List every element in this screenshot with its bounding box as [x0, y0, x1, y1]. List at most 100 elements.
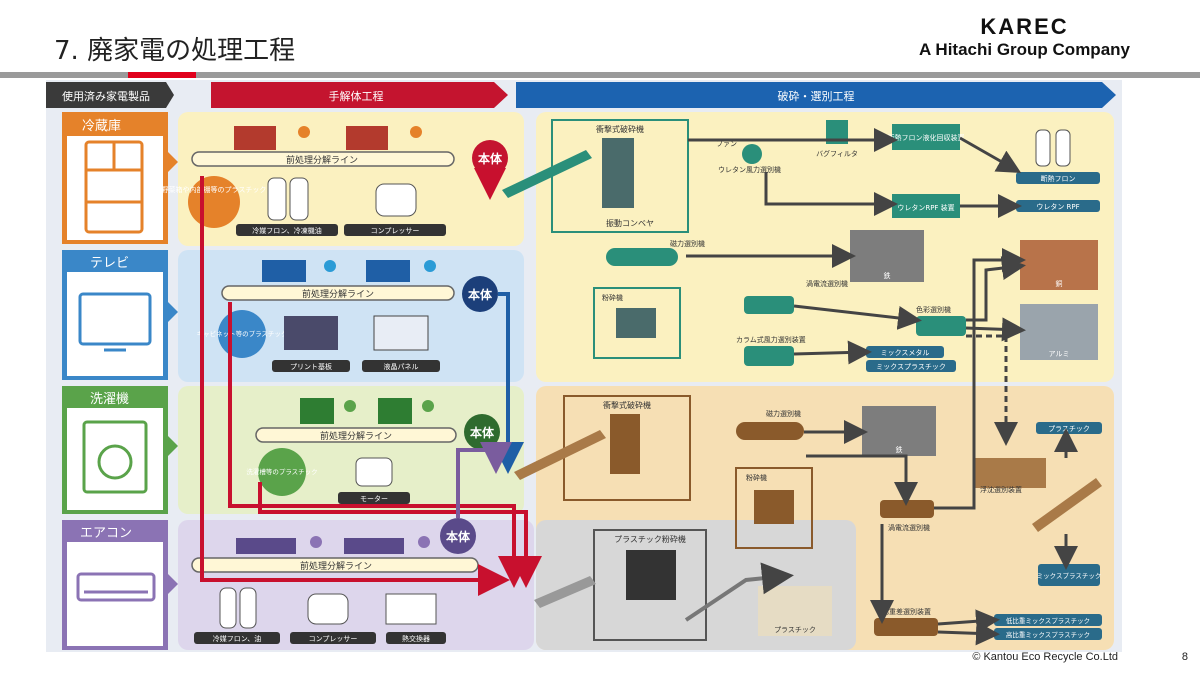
output-tv-1-label: プリント基板 — [290, 362, 332, 371]
green-pulverizer: 粉砕機 — [593, 287, 681, 359]
orange-pulverizer: 粉砕機 — [735, 467, 813, 549]
orange-crusher-label: 衝撃式破砕機 — [603, 400, 651, 410]
output-aircon-2: コンプレッサー — [290, 593, 376, 644]
body-label-washer: 本体 — [470, 425, 495, 440]
worker-icon — [422, 400, 434, 412]
gray-plastic-label: プラスチック — [774, 626, 816, 634]
canister-icon — [219, 587, 237, 629]
orange-high-mix-label: 高比重ミックスプラスチック — [1006, 630, 1090, 639]
body-label-tv: 本体 — [468, 287, 493, 302]
worker-icon — [418, 536, 430, 548]
conveyor-icon — [1032, 478, 1102, 532]
fan-icon — [742, 144, 762, 164]
green-mix-plastic-label: ミックスプラスチック — [876, 363, 946, 371]
output-washer-1: モーター — [338, 457, 410, 504]
product-tv[interactable]: テレビ — [62, 250, 178, 380]
orange-low-mix-label: 低比重ミックスプラスチック — [1006, 616, 1090, 625]
tv-icon — [78, 292, 152, 352]
green-magnetic: 磁力選別機 — [606, 239, 705, 266]
green-mix-plastic: ミックスプラスチック — [866, 360, 956, 372]
output-fridge-1-label: 冷媒フロン、冷凍機油 — [252, 226, 322, 235]
column-separator-icon — [744, 346, 794, 366]
green-color-sep-label: 色彩選別機 — [916, 305, 951, 314]
pre-line-washer-label: 前処理分解ライン — [320, 430, 392, 442]
out-freon-label: 断熱フロン — [1041, 174, 1076, 183]
copyright-footer: © Kantou Eco Recycle Co.Ltd — [972, 651, 1118, 663]
orange-iron-label: 鉄 — [896, 445, 903, 454]
plastic-note-fridge-text: 野菜箱や内部棚等のプラスチック — [162, 185, 267, 194]
body-label-aircon: 本体 — [446, 529, 471, 544]
orange-eddy-label: 渦電流選別機 — [888, 523, 930, 532]
green-mix-metal: ミックスメタル — [866, 346, 944, 358]
eddy-separator-icon — [880, 500, 934, 518]
flow-green-out-freon — [959, 136, 1022, 173]
green-column-sep-label: カラム式風力選別装置 — [736, 335, 806, 344]
orange-plastic-label: プラスチック — [1048, 425, 1090, 433]
pre-line-tv-label: 前処理分解ライン — [302, 288, 374, 300]
eddy-separator-icon — [744, 296, 794, 314]
flow-fridge-plastic — [200, 176, 510, 596]
gray-plastic-crusher: プラスチック粉砕機 — [534, 529, 707, 641]
product-aircon-label: エアコン — [80, 526, 132, 541]
freon-recovery: 断熱フロン液化回収装置 — [888, 124, 965, 150]
body-node-washer: 本体 — [464, 414, 500, 450]
out-urethan: ウレタン RPF — [1016, 200, 1100, 212]
green-copper: 銅 — [1020, 240, 1098, 290]
orange-high-mix: 高比重ミックスプラスチック — [994, 628, 1102, 640]
orange-mix-plastic: ミックスプラスチック — [1037, 564, 1101, 586]
orange-eddy: 渦電流選別機 — [880, 500, 934, 532]
product-washer[interactable]: 洗濯機 — [62, 386, 178, 514]
product-fridge[interactable]: 冷蔵庫 — [62, 112, 178, 244]
worker-icon — [324, 260, 336, 272]
pre-line-tv: 前処理分解ライン — [221, 260, 455, 301]
iron-scrap-image — [850, 230, 924, 282]
green-color-sep: 色彩選別機 — [916, 305, 966, 336]
plastic-note-tv-text: キャビネット等のプラスチック — [197, 329, 288, 338]
header-manual: 手解体工程 — [211, 82, 508, 108]
bag-filter-icon — [826, 120, 848, 144]
output-tv-2: 液晶パネル — [362, 315, 440, 372]
product-aircon[interactable]: エアコン — [62, 520, 178, 650]
band-tv — [178, 250, 524, 382]
output-aircon-3: 熱交換器 — [385, 593, 446, 644]
gray-plastic-crusher-label: プラスチック粉砕機 — [614, 534, 686, 544]
process-diagram: 使用済み家電製品 手解体工程 破砕・選別工程 冷蔵庫 — [46, 80, 1122, 652]
freon-recovery-label: 断熱フロン液化回収装置 — [888, 133, 965, 142]
page-title: 7. 廃家電の処理工程 — [54, 36, 296, 66]
compressor-icon — [307, 593, 349, 625]
flow-green-to-float — [966, 334, 1018, 446]
title-rule-accent — [128, 72, 196, 78]
crusher-icon — [610, 414, 640, 474]
orange-plastic: プラスチック — [1036, 422, 1102, 434]
green-pulverizer-label: 粉砕機 — [602, 293, 623, 302]
orange-iron: 鉄 — [862, 406, 936, 456]
green-copper-label: 銅 — [1056, 279, 1063, 288]
fan-label: ファン — [716, 140, 737, 148]
worker-icon — [424, 260, 436, 272]
flow-aircon-body — [456, 442, 512, 518]
conveyor-icon — [514, 430, 606, 480]
green-iron: 鉄 — [850, 230, 924, 282]
worker-station-icon — [262, 260, 306, 282]
urethan-rpf-label: ウレタンRPF 装置 — [897, 203, 954, 212]
flow-green-mix-metal — [793, 340, 872, 365]
color-separator-icon — [916, 316, 966, 336]
conveyor-icon — [502, 150, 592, 198]
lcd-panel-icon — [373, 315, 429, 351]
gray-plastic-output: プラスチック — [758, 586, 832, 636]
green-eddy: 渦電流選別機 — [744, 279, 848, 314]
orange-gravity: 比重差選別装置 — [874, 607, 938, 636]
pre-line-washer: 前処理分解ライン — [255, 398, 457, 443]
worker-station-icon — [378, 398, 412, 424]
orange-crusher: 衝撃式破砕機 — [514, 395, 691, 501]
crusher-icon — [602, 138, 634, 208]
aircon-icon — [76, 572, 156, 602]
header-crush: 破砕・選別工程 — [516, 82, 1116, 108]
output-aircon-2-label: コンプレッサー — [309, 635, 358, 643]
iron-scrap-image — [862, 406, 936, 456]
green-alumi-label: アルミ — [1049, 350, 1070, 358]
flow-orange-low — [937, 609, 1000, 634]
aluminum-scrap-image — [1020, 304, 1098, 360]
plastic-flakes-image — [758, 586, 832, 636]
worker-station-icon — [234, 126, 276, 150]
